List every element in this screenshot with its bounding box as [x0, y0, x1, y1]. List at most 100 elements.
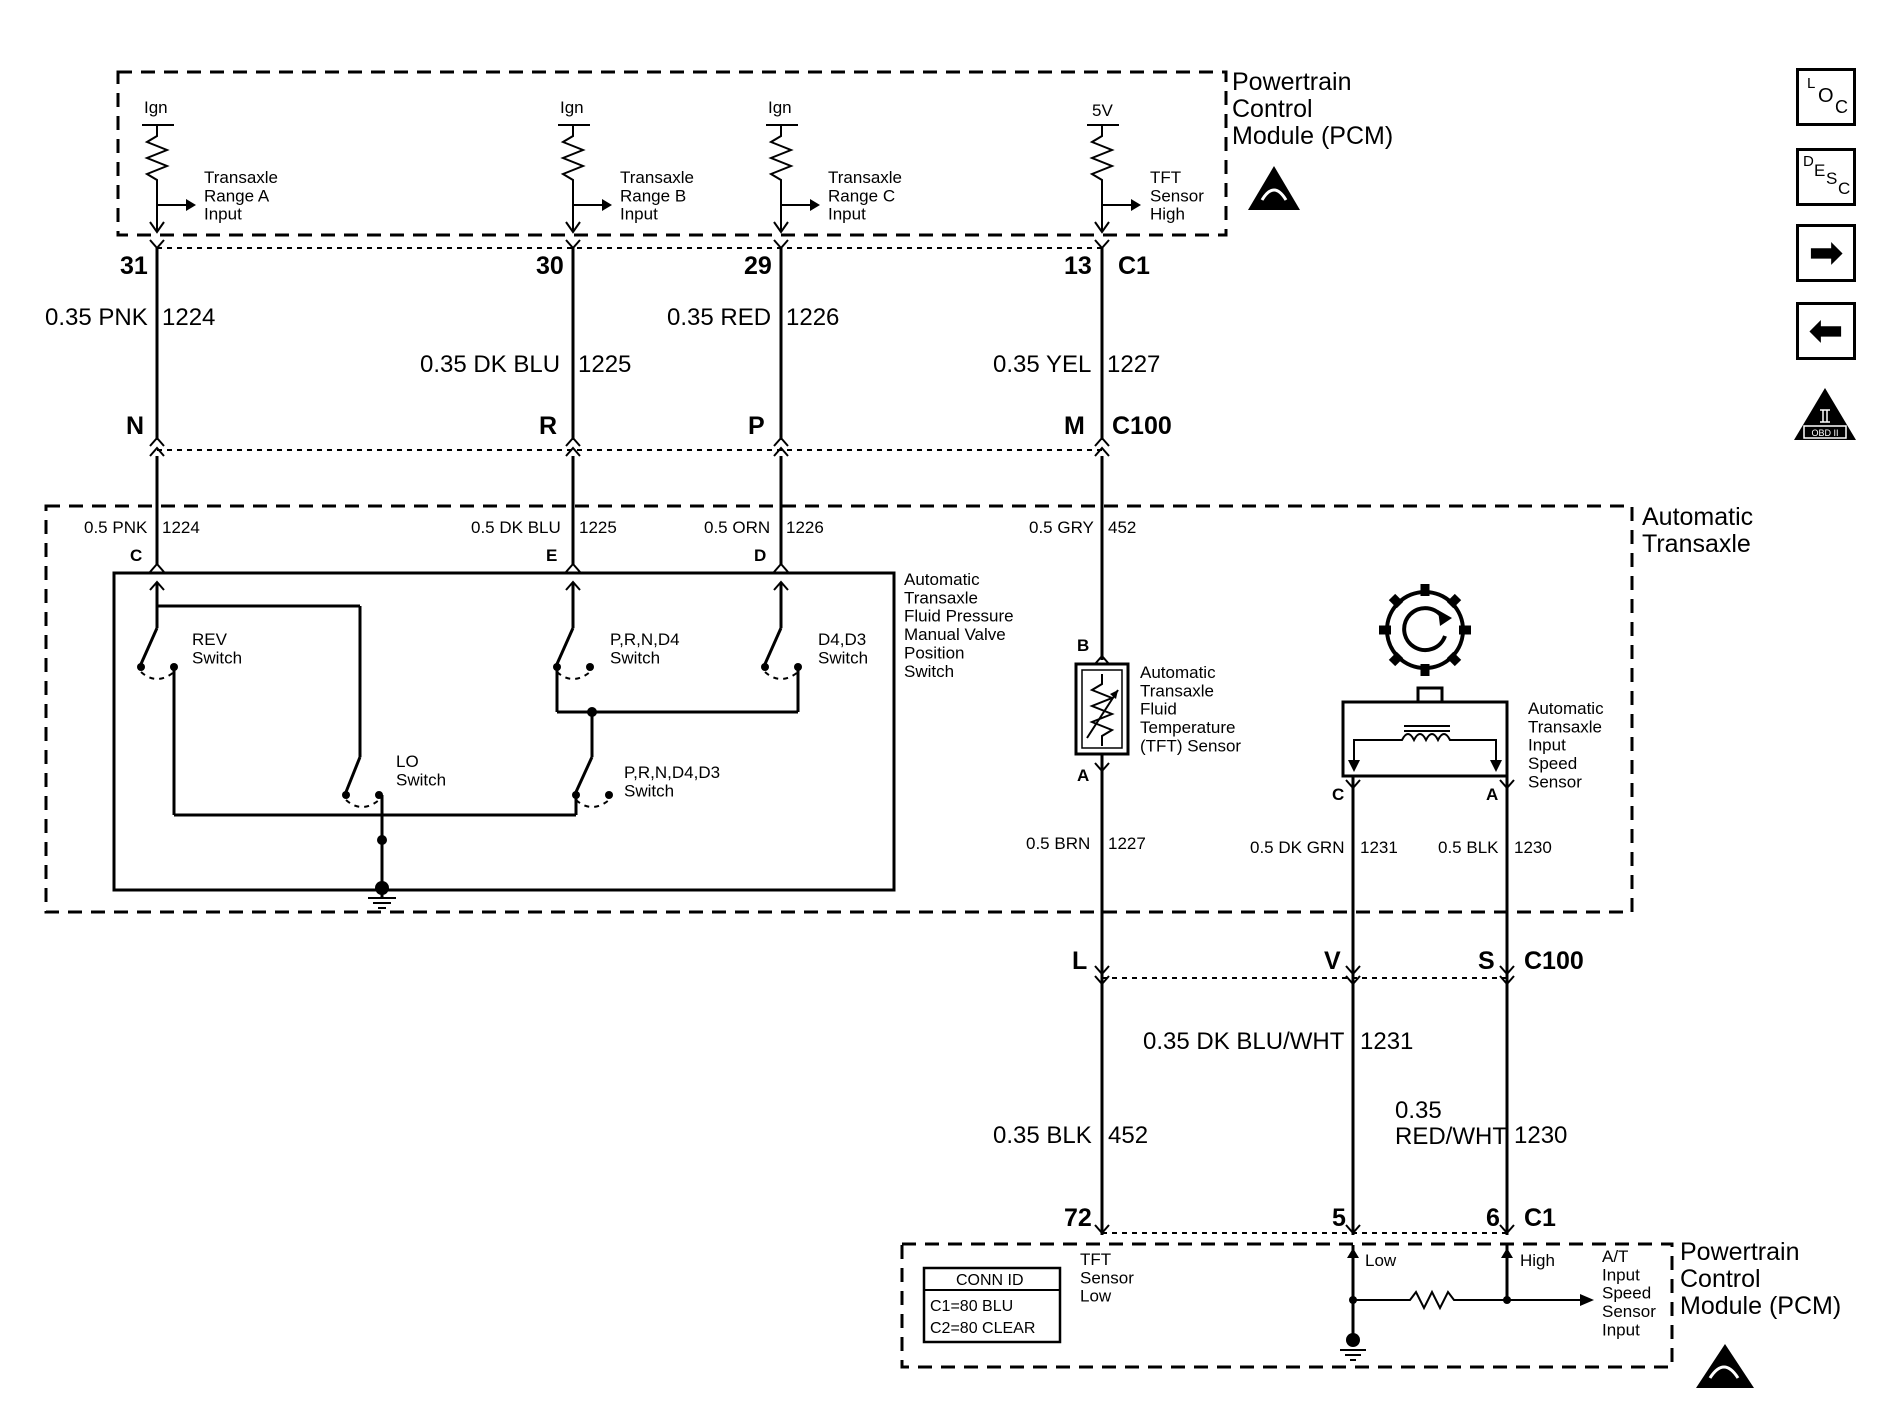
transaxle-boundary	[44, 504, 1634, 914]
speed-input-circuit	[1347, 1245, 1594, 1340]
connector-c1-top: C1	[1118, 252, 1150, 280]
arrow-right-icon: ➡	[1809, 231, 1843, 275]
c100-pin-n: N	[126, 412, 144, 440]
wire-1225-circuit: 1225	[578, 351, 631, 378]
c100-pin-l: L	[1072, 947, 1087, 975]
transaxle-wire-1224-circuit: 1224	[162, 518, 200, 537]
svg-text:C2=80 CLEAR: C2=80 CLEAR	[930, 1320, 1035, 1337]
wire-1231-label: 0.35 DK BLU/WHT	[1143, 1028, 1345, 1055]
switch-pin-e: E	[546, 546, 557, 565]
speed-pin-c: C	[1332, 785, 1344, 804]
wire-1224-label: 0.35 PNK	[45, 304, 148, 331]
speed-pin-a: A	[1486, 785, 1498, 804]
transaxle-wire-452-label: 0.5 GRY	[1029, 518, 1094, 537]
svg-text:C1=80 BLU: C1=80 BLU	[930, 1298, 1013, 1315]
description-button[interactable]: D E S C	[1796, 148, 1856, 206]
obd-ii-button[interactable]: OBD II	[1792, 386, 1858, 442]
transaxle-wire-1226-label: 0.5 ORN	[704, 518, 770, 537]
tft-pin-a: A	[1077, 766, 1089, 785]
transaxle-wire-1224-label: 0.5 PNK	[84, 518, 148, 537]
pin-13: 13	[1064, 252, 1092, 280]
speed-low-label: Low	[1365, 1251, 1397, 1270]
arrow-left-icon: ⬅	[1809, 309, 1843, 353]
transaxle-wire-1231-label: 0.5 DK GRN	[1250, 838, 1344, 857]
ground-icon-bottom	[1340, 1333, 1366, 1361]
speed-sensor-coil-icon	[1348, 725, 1502, 772]
svg-text:CONN ID: CONN ID	[956, 1272, 1024, 1289]
wire-1225-label: 0.35 DK BLU	[420, 351, 560, 378]
location-button[interactable]: L O C	[1796, 68, 1856, 126]
connector-c1-bottom: C1	[1524, 1204, 1556, 1232]
c100-top-terminals	[149, 436, 1110, 457]
pin-6: 6	[1486, 1204, 1500, 1232]
obd-ii-icon: OBD II	[1794, 388, 1856, 440]
transaxle-wire-1230-circuit: 1230	[1514, 838, 1552, 857]
wire-1230-circuit: 1230	[1514, 1122, 1567, 1149]
speed-sensor-gear-icon	[1379, 584, 1471, 704]
wire-1224-circuit: 1224	[162, 304, 215, 331]
pin-29: 29	[744, 252, 772, 280]
pcm-bottom-boundary	[900, 1242, 1674, 1369]
wire-1226-circuit: 1226	[786, 304, 839, 331]
esd-icon	[1248, 166, 1300, 210]
wire-452-label: 0.35 BLK	[993, 1122, 1092, 1149]
next-page-button[interactable]: ➡	[1796, 224, 1856, 282]
transaxle-wire-452-circuit: 452	[1108, 518, 1136, 537]
wire-452-circuit: 452	[1108, 1122, 1148, 1149]
c100-pin-s: S	[1478, 947, 1495, 975]
c100-pin-p: P	[748, 412, 765, 440]
previous-page-button[interactable]: ⬅	[1796, 302, 1856, 360]
connector-c100-top: C100	[1112, 412, 1172, 440]
svg-text:OBD II: OBD II	[1811, 428, 1838, 438]
speed-sensor-body	[1341, 700, 1509, 778]
ground-icon	[368, 881, 396, 909]
pin-31: 31	[120, 252, 148, 280]
svg-text:Ign: Ign	[560, 98, 584, 117]
c100-bottom-terminals	[1094, 965, 1515, 986]
transaxle-wire-1225-label: 0.5 DK BLU	[471, 518, 561, 537]
transaxle-wire-1226-circuit: 1226	[786, 518, 824, 537]
pin-30: 30	[536, 252, 564, 280]
transaxle-wire-1231-circuit: 1231	[1360, 838, 1398, 857]
wire-1226-label: 0.35 RED	[667, 304, 771, 331]
svg-text:Ign: Ign	[144, 98, 168, 117]
switch-pin-c: C	[130, 546, 142, 565]
c100-pin-v: V	[1324, 947, 1341, 975]
switch-pin-d: D	[754, 546, 766, 565]
wire-1227-circuit: 1227	[1107, 351, 1160, 378]
wire-1231-circuit: 1231	[1360, 1028, 1413, 1055]
tft-thermistor-icon	[1074, 662, 1130, 756]
speed-high-label: High	[1520, 1251, 1555, 1270]
transaxle-wire-1225-circuit: 1225	[579, 518, 617, 537]
transaxle-wire-1230-label: 0.5 BLK	[1438, 838, 1499, 857]
esd-icon-bottom	[1696, 1344, 1754, 1388]
pin-72: 72	[1064, 1204, 1092, 1232]
wire-1227-label: 0.35 YEL	[993, 351, 1091, 378]
pin-5: 5	[1332, 1204, 1346, 1232]
svg-text:5V: 5V	[1092, 101, 1113, 120]
